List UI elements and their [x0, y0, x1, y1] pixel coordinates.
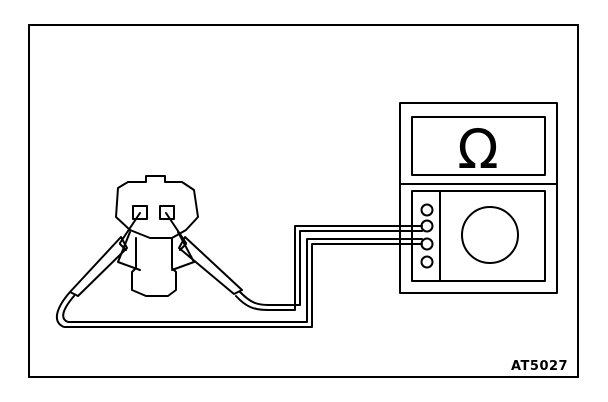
ohmmeter-terminal-2 — [420, 219, 434, 233]
ohmmeter-display-window — [411, 116, 546, 176]
connector-housing — [115, 175, 199, 239]
probe-left — [69, 212, 141, 297]
test-lead-right — [235, 225, 423, 311]
test-lead-right-wire-inner — [235, 225, 423, 311]
probe-right-grip-band — [179, 243, 187, 251]
test-lead-left-wire-inner — [62, 238, 423, 323]
connector-bracket-left — [117, 231, 141, 271]
figure-code: AT5027 — [511, 359, 569, 374]
probe-right — [165, 212, 243, 295]
test-lead-left — [55, 238, 423, 328]
connector-right-socket — [159, 205, 175, 220]
probe-right-tip — [165, 212, 187, 244]
ohm-symbol: Ω — [457, 118, 498, 181]
connector-stem — [131, 237, 177, 297]
ohmmeter-dial — [461, 206, 519, 264]
connector — [115, 175, 199, 297]
probe-left-grip-band — [119, 243, 127, 251]
ohmmeter-terminal-1 — [420, 203, 434, 217]
ohmmeter-body — [399, 102, 558, 294]
test-lead-right-wire-outer — [239, 230, 423, 306]
diagram-frame — [28, 24, 579, 378]
probe-right-handle — [178, 236, 243, 295]
test-lead-left-wire-outer — [55, 243, 423, 328]
ohmmeter — [399, 102, 558, 294]
probe-left-tip — [119, 212, 141, 244]
connector-left-socket — [132, 205, 148, 220]
ohmmeter-lower-panel — [411, 190, 546, 282]
ohmmeter-terminal-4 — [420, 255, 434, 269]
probe-left-handle — [69, 236, 128, 297]
ohmmeter-terminal-3 — [420, 237, 434, 251]
